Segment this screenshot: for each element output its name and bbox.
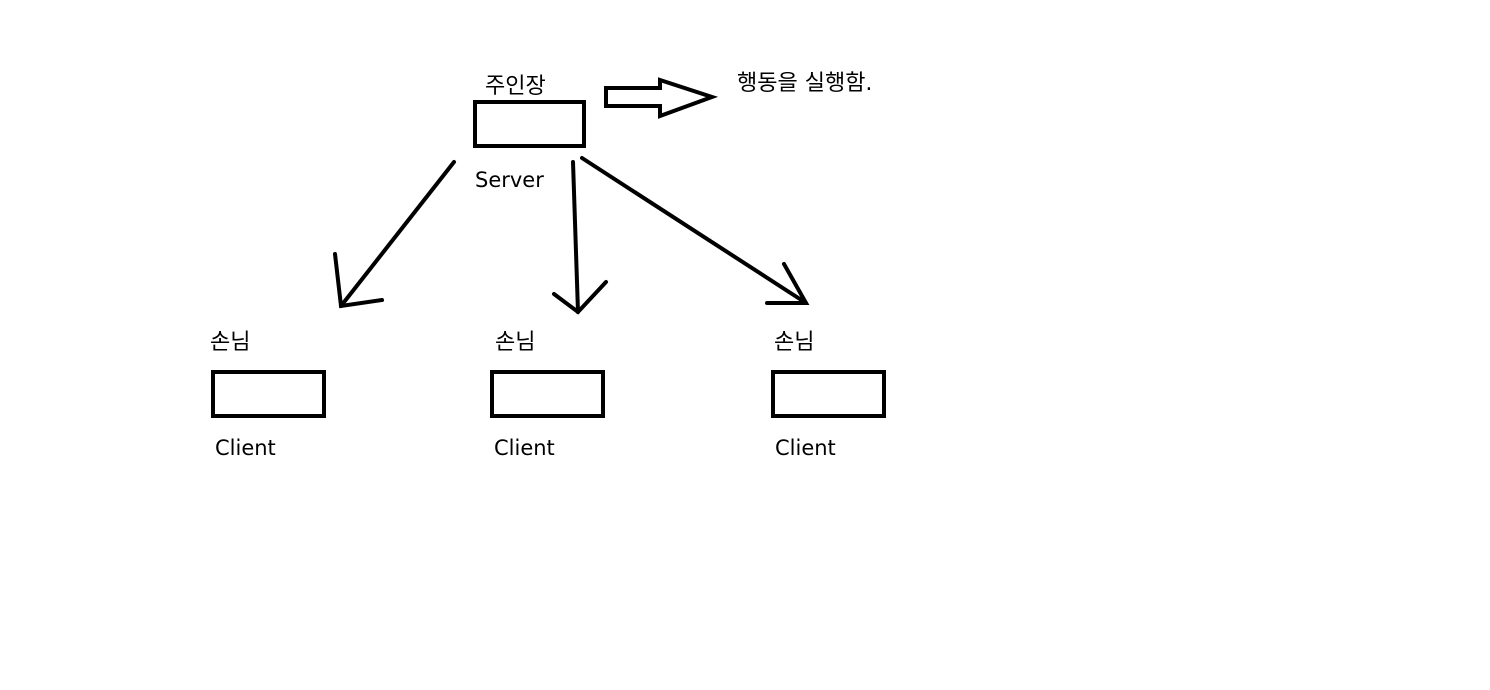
client-1-box <box>211 370 326 418</box>
client-2-title: 손님 <box>495 330 536 355</box>
arrow-to-client-3 <box>580 156 810 305</box>
action-text: 행동을 실행함. <box>737 71 873 96</box>
client-3-title: 손님 <box>774 330 815 355</box>
action-arrow <box>604 77 719 119</box>
arrow-to-client-2 <box>552 160 608 315</box>
client-1-caption: Client <box>215 436 276 460</box>
client-2-caption: Client <box>494 436 555 460</box>
arrow-to-client-1 <box>333 160 456 309</box>
server-box <box>473 100 586 148</box>
server-title: 주인장 <box>485 74 546 99</box>
client-2-box <box>490 370 605 418</box>
client-1-title: 손님 <box>210 330 251 355</box>
server-caption: Server <box>475 168 544 192</box>
client-3-caption: Client <box>775 436 836 460</box>
client-3-box <box>771 370 886 418</box>
